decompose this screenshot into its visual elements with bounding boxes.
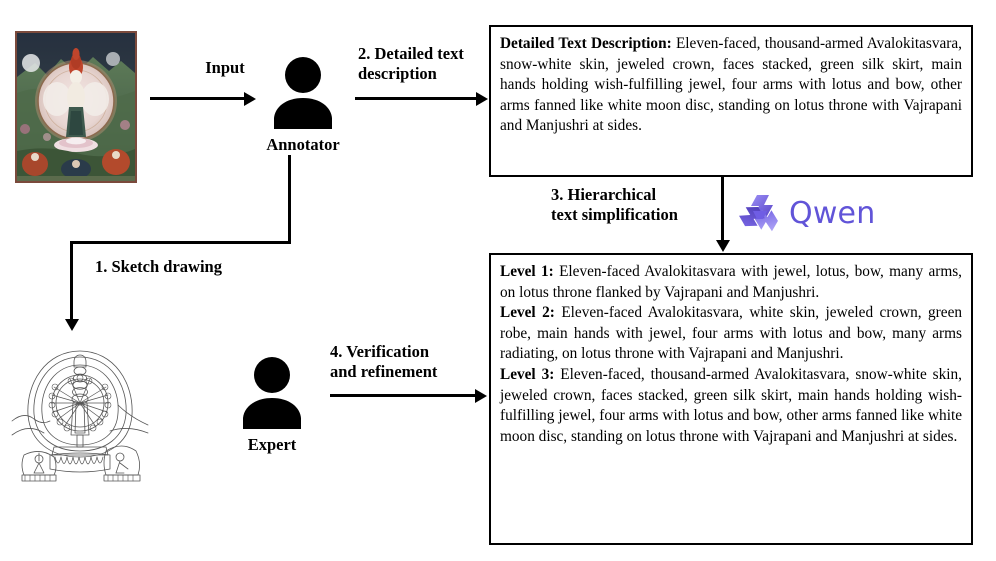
arrow-step1-vertical-a bbox=[288, 155, 291, 244]
level-1-lead: Level 1: bbox=[500, 263, 554, 280]
detailed-text-lead: Detailed Text Description: bbox=[500, 35, 672, 52]
label-step4: 4. Verification and refinement bbox=[330, 342, 438, 381]
arrow-input-line bbox=[150, 97, 246, 100]
label-step2: 2. Detailed text description bbox=[358, 44, 464, 83]
arrow-step1-head bbox=[65, 319, 79, 331]
level-1-body: Eleven-faced Avalokitasvara with jewel, … bbox=[500, 263, 963, 301]
label-input: Input bbox=[205, 58, 245, 77]
arrow-input-head bbox=[244, 91, 256, 106]
thangka-painting bbox=[15, 31, 137, 183]
arrow-step4-line bbox=[330, 394, 476, 397]
arrow-step2-line bbox=[355, 97, 477, 100]
qwen-badge: Qwen bbox=[738, 192, 875, 236]
qwen-wordmark: Qwen bbox=[789, 196, 876, 231]
person-icon bbox=[243, 357, 301, 429]
level-2-lead: Level 2: bbox=[500, 304, 555, 322]
expert-label: Expert bbox=[247, 435, 297, 454]
arrow-step3-line bbox=[721, 177, 724, 242]
expert-icon bbox=[236, 355, 308, 429]
detailed-text-paragraph: Detailed Text Description: Eleven-faced,… bbox=[500, 34, 962, 137]
sketch-drawing bbox=[10, 343, 150, 483]
level-2-body: Eleven-faced Avalokitasvara, white skin,… bbox=[500, 304, 963, 363]
level-3-lead: Level 3: bbox=[500, 365, 555, 383]
arrow-step1-vertical-b bbox=[70, 241, 73, 321]
arrow-step2-head bbox=[476, 91, 488, 106]
level-3-body: Eleven-faced, thousand-armed Avalokitasv… bbox=[500, 365, 963, 445]
arrow-step4-head bbox=[475, 388, 487, 403]
detailed-text-box: Detailed Text Description: Eleven-faced,… bbox=[489, 25, 973, 177]
arrow-step1-horizontal bbox=[70, 241, 291, 244]
person-icon bbox=[274, 57, 332, 129]
annotator-icon bbox=[267, 55, 339, 129]
annotator-label: Annotator bbox=[266, 135, 340, 154]
qwen-logo-icon bbox=[739, 195, 778, 232]
arrow-step3-head bbox=[715, 240, 730, 252]
level-2-paragraph: Level 2: Eleven-faced Avalokitasvara, wh… bbox=[500, 303, 962, 365]
detailed-text-body: Eleven-faced, thousand-armed Avalokitasv… bbox=[500, 35, 962, 135]
label-step1: 1. Sketch drawing bbox=[95, 257, 222, 276]
levels-text-box: Level 1: Eleven-faced Avalokitasvara wit… bbox=[489, 253, 973, 545]
label-step3: 3. Hierarchical text simplification bbox=[551, 185, 678, 224]
level-1-paragraph: Level 1: Eleven-faced Avalokitasvara wit… bbox=[500, 262, 962, 303]
level-3-paragraph: Level 3: Eleven-faced, thousand-armed Av… bbox=[500, 365, 962, 447]
